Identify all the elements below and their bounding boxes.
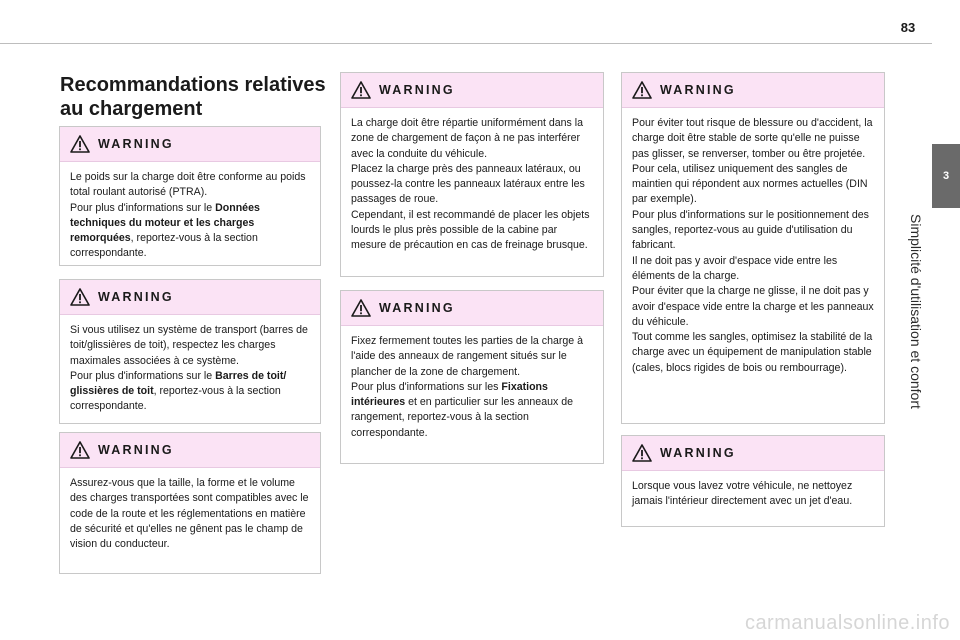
warning-card-body: Lorsque vous lavez votre véhicule, ne ne…: [622, 471, 884, 520]
warning-card-header: WARNING: [60, 433, 320, 468]
warning-card-header: WARNING: [60, 127, 320, 162]
warning-card: WARNING Lorsque vous lavez votre véhicule…: [621, 435, 885, 527]
warning-card: WARNING La charge doit être répartie unif…: [340, 72, 604, 277]
warning-paragraph: La charge doit être répartie uniformémen…: [351, 116, 593, 162]
warning-paragraph: Tout comme les sangles, optimisez la sta…: [632, 330, 874, 376]
warning-paragraph: Fixez fermement toutes les parties de la…: [351, 334, 593, 380]
chapter-title-text: Simplicité d'utilisation et confort: [908, 214, 924, 409]
warning-label: WARNING: [98, 290, 174, 304]
body-text: Le poids sur la charge doit être conform…: [70, 171, 306, 199]
emphasis-text: Barres de toit/ glissières de toit: [70, 369, 287, 398]
warning-paragraph: Pour plus d'informations sur le Données …: [70, 201, 310, 262]
body-text: Tout comme les sangles, optimisez la sta…: [632, 331, 873, 374]
warning-card: WARNING Le poids sur la charge doit être …: [59, 126, 321, 266]
body-text: Assurez-vous que la taille, la forme et …: [70, 477, 309, 551]
body-text: Pour plus d'informations sur le: [70, 369, 216, 382]
warning-paragraph: Placez la charge près des panneaux latér…: [351, 162, 593, 208]
warning-card: WARNING Pour éviter tout risque de blessu…: [621, 72, 885, 424]
body-text: Pour plus d'informations sur les: [351, 380, 502, 393]
body-text: et en particulier sur les anneaux de ran…: [351, 396, 574, 439]
warning-label: WARNING: [379, 301, 455, 315]
warning-card: WARNING Si vous utilisez un système de tr…: [59, 279, 321, 424]
body-text: , reportez-vous à la section corresponda…: [70, 385, 281, 413]
body-text: Pour éviter que la charge ne glisse, il …: [632, 285, 874, 328]
warning-card-body: La charge doit être répartie uniformémen…: [341, 108, 603, 264]
warning-triangle-icon: [632, 81, 652, 99]
warning-card-body: Fixez fermement toutes les parties de la…: [341, 326, 603, 451]
body-text: La charge doit être répartie uniformémen…: [351, 117, 584, 160]
warning-paragraph: Cependant, il est recommandé de placer l…: [351, 208, 593, 254]
page-number: 83: [900, 20, 916, 35]
warning-triangle-icon: [70, 441, 90, 459]
warning-card-header: WARNING: [341, 73, 603, 108]
warning-triangle-icon: [351, 299, 371, 317]
warning-label: WARNING: [98, 137, 174, 151]
warning-paragraph: Pour plus d'informations sur les Fixatio…: [351, 380, 593, 441]
warning-label: WARNING: [98, 443, 174, 457]
warning-paragraph: Pour plus d'informations sur le position…: [632, 208, 874, 254]
warning-card: WARNING Assurez-vous que la taille, la fo…: [59, 432, 321, 574]
body-text: Si vous utilisez un système de transport…: [70, 324, 308, 367]
header-divider: [0, 43, 932, 44]
warning-paragraph: Si vous utilisez un système de transport…: [70, 323, 310, 369]
warning-card-body: Pour éviter tout risque de blessure ou d…: [622, 108, 884, 386]
warning-card-header: WARNING: [622, 73, 884, 108]
warning-paragraph: Il ne doit pas y avoir d'espace vide ent…: [632, 254, 874, 285]
body-text: Pour plus d'informations sur le: [70, 201, 216, 214]
warning-paragraph: Assurez-vous que la taille, la forme et …: [70, 476, 310, 552]
emphasis-text: Données techniques du moteur et les char…: [70, 201, 260, 245]
section-title: Recommandations relatives au chargement: [60, 74, 326, 120]
chapter-tab[interactable]: 3: [932, 144, 960, 208]
warning-card-header: WARNING: [622, 436, 884, 471]
warning-label: WARNING: [660, 446, 736, 460]
body-text: Cependant, il est recommandé de placer l…: [351, 208, 590, 252]
body-text: Il ne doit pas y avoir d'espace vide ent…: [632, 254, 838, 282]
warning-card-body: Si vous utilisez un système de transport…: [60, 315, 320, 425]
warning-paragraph: Pour éviter tout risque de blessure ou d…: [632, 116, 874, 208]
warning-card-body: Assurez-vous que la taille, la forme et …: [60, 468, 320, 562]
warning-label: WARNING: [379, 83, 455, 97]
body-text: Lorsque vous lavez votre véhicule, ne ne…: [632, 480, 853, 508]
warning-paragraph: Pour plus d'informations sur le Barres d…: [70, 369, 310, 415]
body-text: Fixez fermement toutes les parties de la…: [351, 335, 583, 378]
body-text: , reportez-vous à la section corresponda…: [70, 232, 258, 260]
warning-triangle-icon: [351, 81, 371, 99]
body-text: Placez la charge près des panneaux latér…: [351, 162, 585, 206]
emphasis-text: Fixations intérieures: [351, 380, 548, 409]
warning-card: WARNING Fixez fermement toutes les partie…: [340, 290, 604, 464]
warning-card-body: Le poids sur la charge doit être conform…: [60, 162, 320, 272]
warning-triangle-icon: [70, 288, 90, 306]
warning-triangle-icon: [70, 135, 90, 153]
watermark: carmanualsonline.info: [744, 612, 950, 634]
body-text: Pour plus d'informations sur le position…: [632, 208, 869, 252]
warning-label: WARNING: [660, 83, 736, 97]
warning-triangle-icon: [632, 444, 652, 462]
body-text: Pour éviter tout risque de blessure ou d…: [632, 117, 873, 206]
warning-card-header: WARNING: [341, 291, 603, 326]
warning-card-header: WARNING: [60, 280, 320, 315]
warning-paragraph: Le poids sur la charge doit être conform…: [70, 170, 310, 201]
warning-paragraph: Lorsque vous lavez votre véhicule, ne ne…: [632, 479, 874, 510]
warning-paragraph: Pour éviter que la charge ne glisse, il …: [632, 284, 874, 330]
